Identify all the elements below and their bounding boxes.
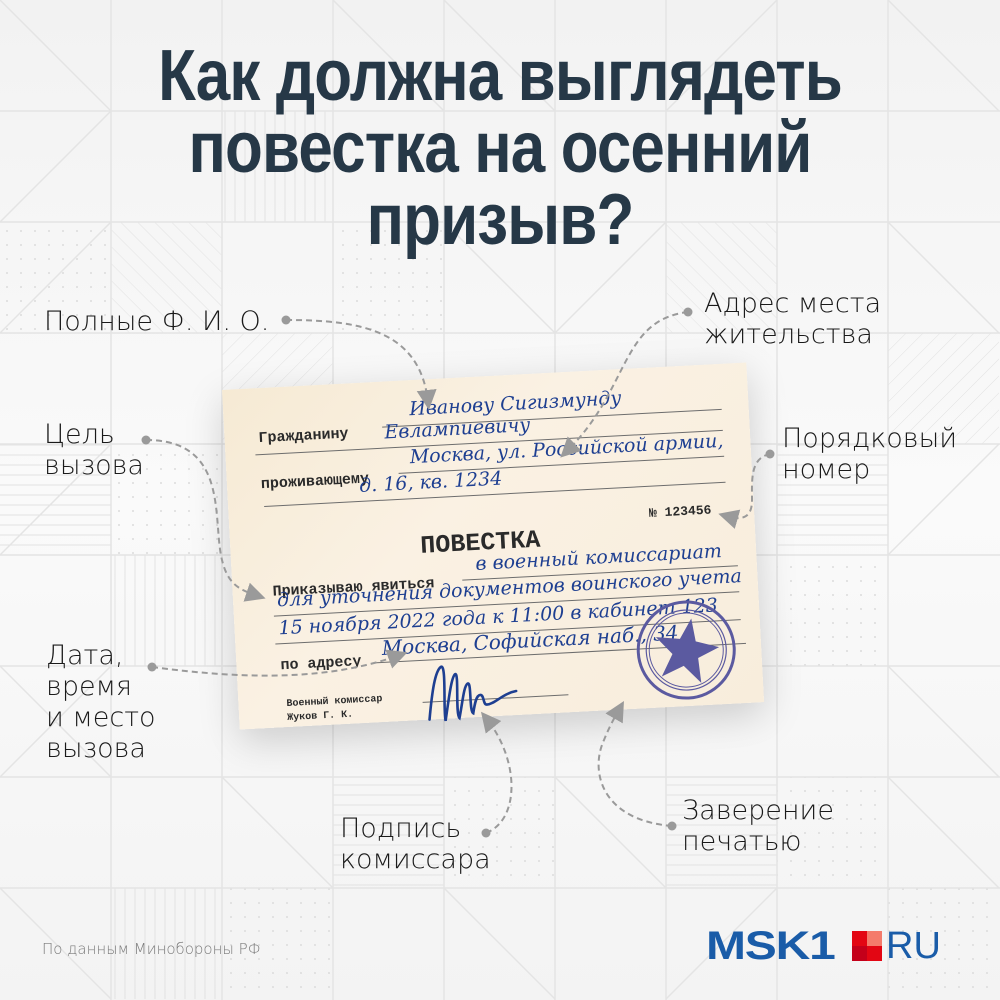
callout-datetime: Дата, время и место вызова [46,640,156,764]
callout-stamp-line-2: печатью [682,826,802,857]
signature-icon [428,665,518,722]
callout-address-line-2: жительства [704,319,873,350]
page-title: Как должна выглядеть повестка на осенний… [70,40,930,256]
callout-datetime-line-1: Дата, [46,640,124,671]
at-address-label: по адресу [280,653,362,675]
callout-signature-line-2: комиссара [340,844,491,875]
stamp-icon [636,600,736,700]
msk1-logo[interactable]: MSK1 RU [706,924,941,968]
arrow-stamp [597,701,673,827]
callout-signature-line-1: Подпись [340,813,462,844]
title-line-3: призыв? [366,180,635,260]
address-line-2: д. 16, кв. 1234 [358,467,503,497]
source-note: По данным Минобороны РФ [42,940,261,958]
callout-datetime-line-2: время [46,671,132,702]
callout-serial-line-1: Порядковый [782,423,958,454]
callout-datetime-line-3: и место [46,702,156,733]
commissar-name: Жуков Г. К. [286,709,354,725]
logo-text: MSK1 [706,923,836,968]
callout-purpose-line-2: вызова [44,450,144,481]
callout-address: Адрес места жительства [704,288,881,350]
logo-suffix: RU [886,924,941,967]
commissar-title: Военный комиссар [286,694,383,711]
callout-stamp: Заверение печатью [682,795,834,857]
citizen-name-line-2: Евлампиевичу [383,413,531,444]
title-line-2: повестка на осенний [188,108,812,188]
title-line-1: Как должна выглядеть [158,36,843,116]
callout-purpose: Цель вызова [44,419,144,481]
callout-serial: Порядковый номер [782,423,957,485]
callout-purpose-line-1: Цель [44,419,115,450]
callout-address-line-1: Адрес места [704,288,882,319]
callout-datetime-line-4: вызова [46,733,146,764]
callout-serial-line-2: номер [782,454,871,485]
citizen-label: Гражданину [258,425,349,448]
serial-number: № 123456 [648,502,712,521]
callout-stamp-line-1: Заверение [682,795,834,826]
callout-full-name: Полные Ф. И. О. [44,306,270,337]
logo-squares-icon [852,931,882,961]
summons-card: Гражданину Иванову Сигизмунду Евлампиеви… [222,362,765,730]
resident-label: проживающему [260,470,370,494]
callout-signature: Подпись комиссара [340,813,491,875]
